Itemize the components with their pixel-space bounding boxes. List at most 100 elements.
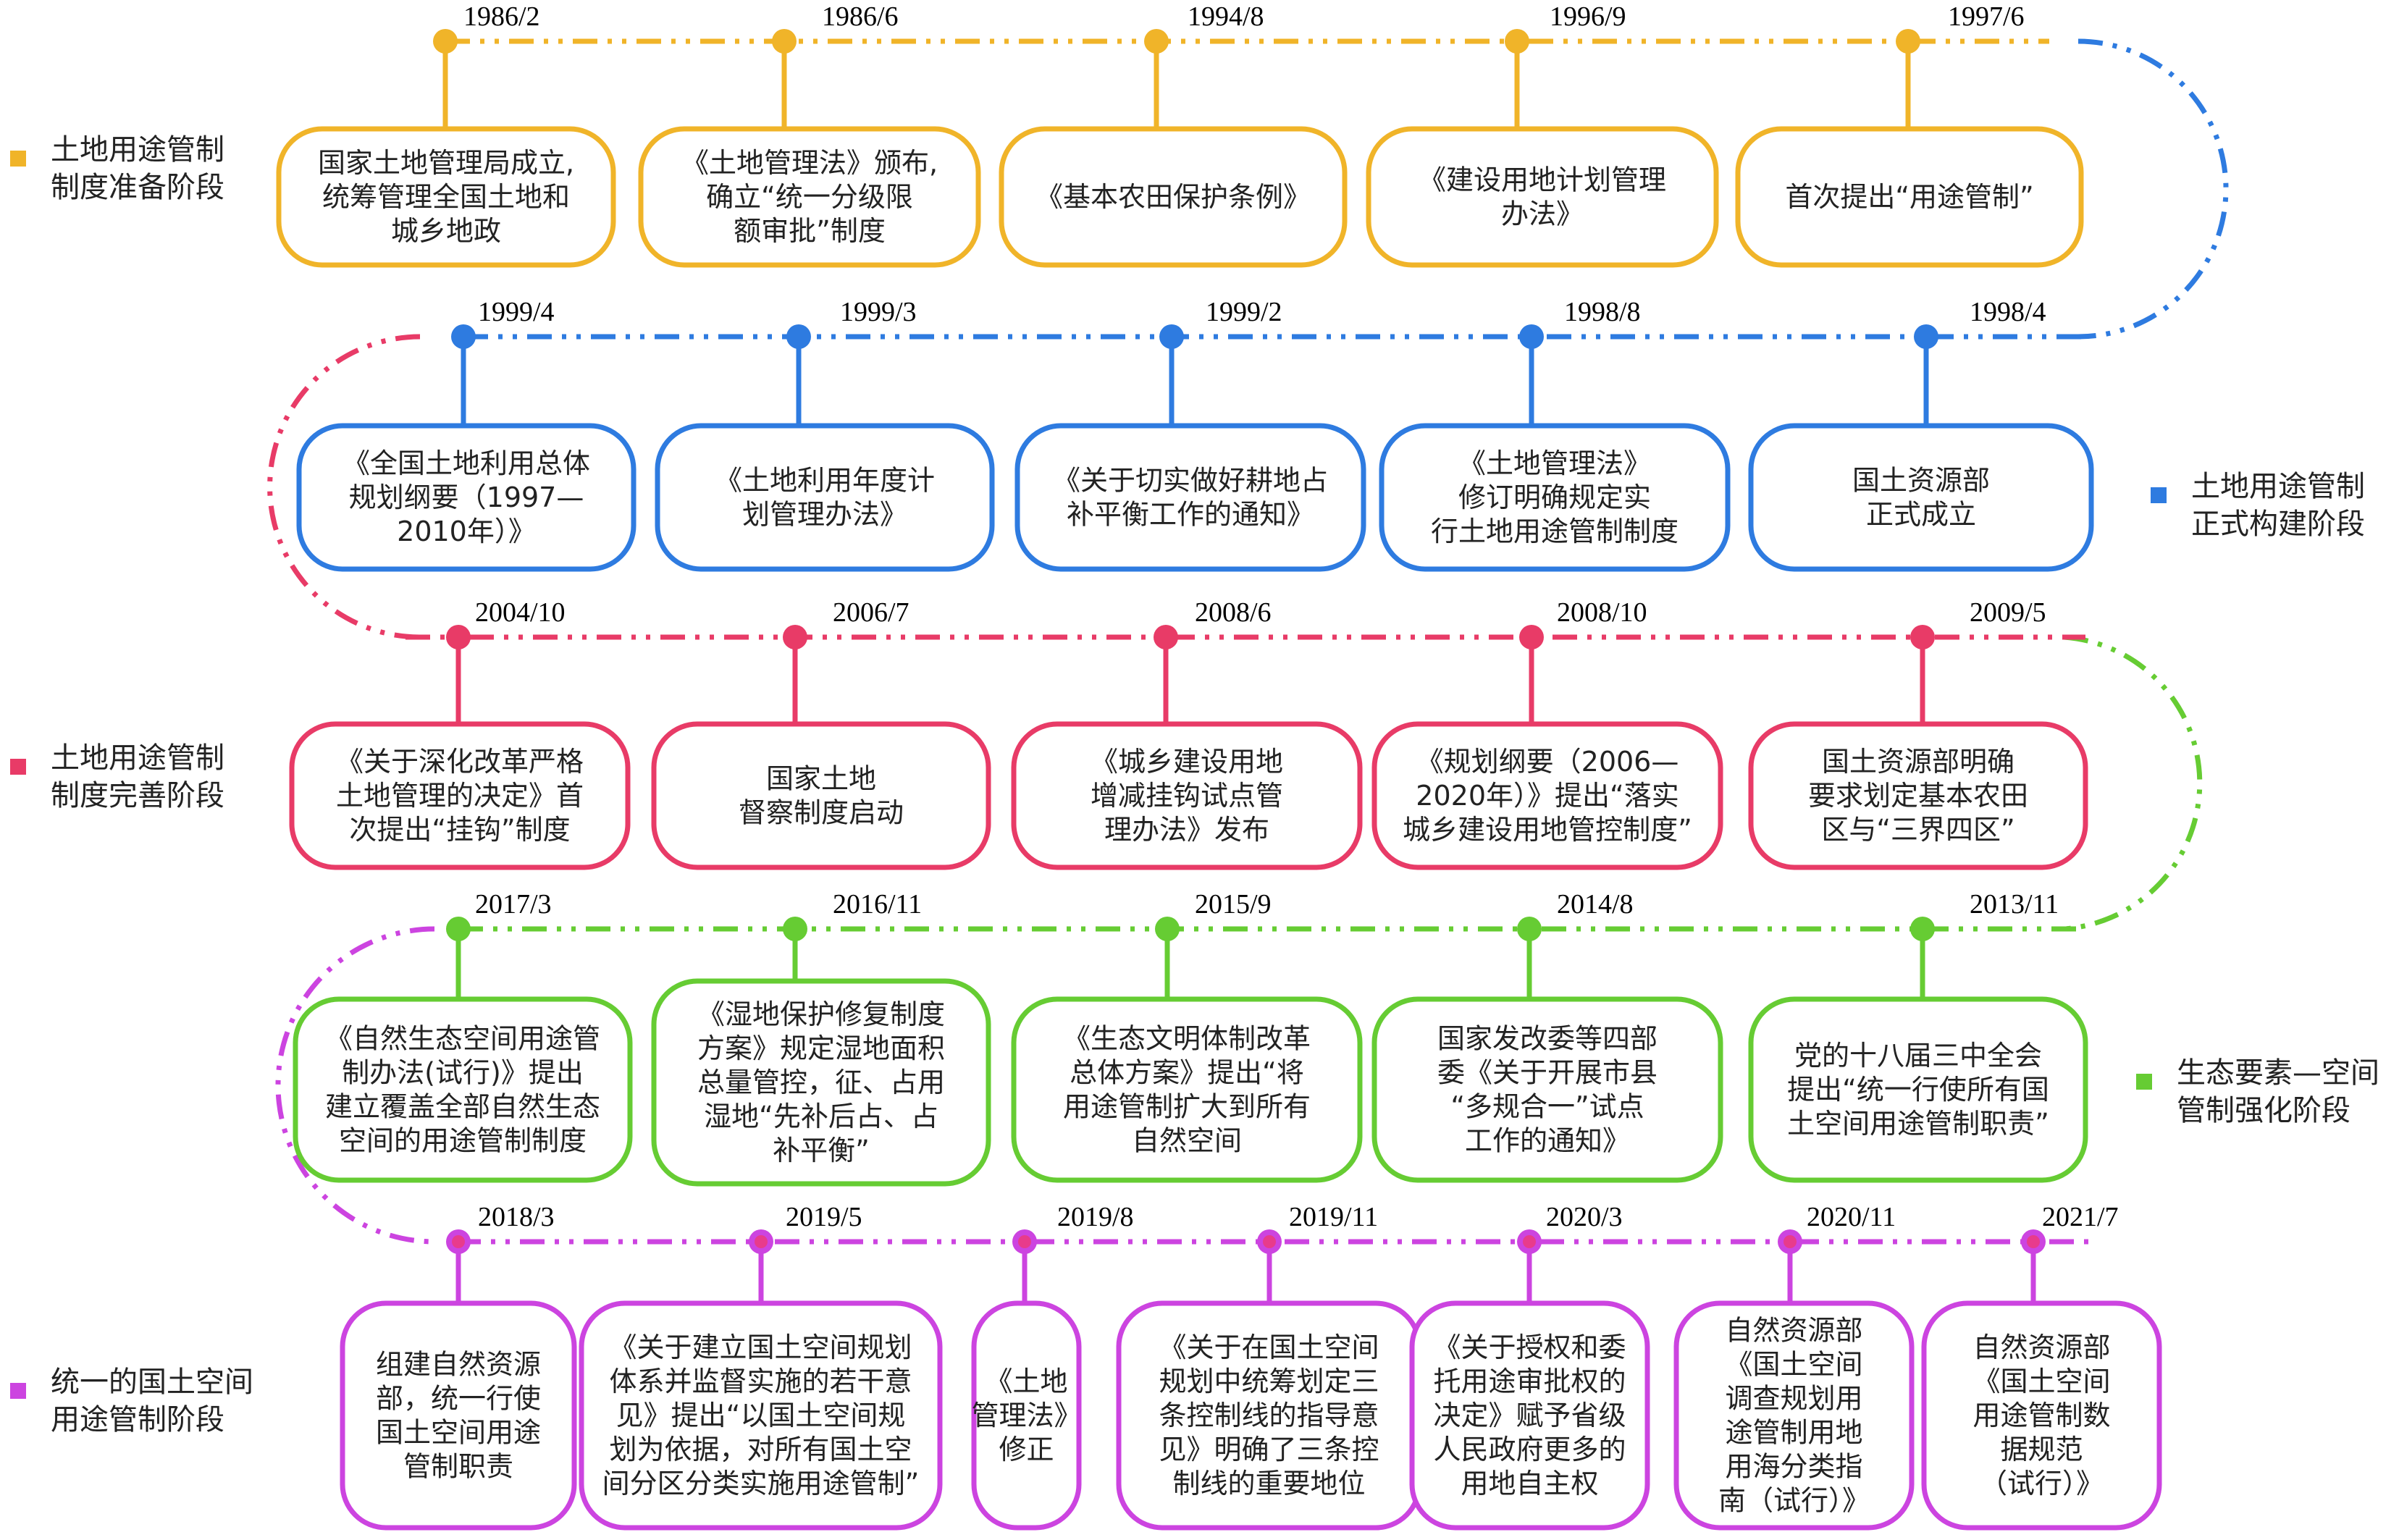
event-text-line: 2020年）》提出“落实 <box>1416 780 1679 812</box>
connector-stage2-stage3 <box>267 334 421 640</box>
connector-stage3-stage4 <box>2063 634 2203 932</box>
event-dot <box>772 29 797 54</box>
event-text-line: 管制职责 <box>403 1451 513 1483</box>
event-date: 1998/8 <box>1564 297 1641 327</box>
event-text-line: 制办法(试行)》提出 <box>342 1057 584 1089</box>
event-dot <box>1159 324 1184 349</box>
legend-label: 土地用途管制 <box>51 133 224 167</box>
event-dot <box>1155 917 1180 941</box>
event-4-1: 2017/3《自然生态空间用途管制办法(试行)》提出建立覆盖全部自然生态空间的用… <box>293 889 633 1183</box>
event-box <box>1011 721 1363 870</box>
event-date: 2008/6 <box>1195 597 1272 628</box>
event-box <box>638 126 981 268</box>
stage-row-2: 1999/4《全国土地利用总体规划纲要（1997—2010年）》1999/3《土… <box>296 297 2094 572</box>
event-text-line: 《国土空间 <box>1725 1349 1862 1381</box>
event-dot <box>1519 324 1544 349</box>
event-text-line: 托用途审批权的 <box>1433 1366 1626 1397</box>
event-dot <box>1517 917 1542 941</box>
event-text-line: 空间的用途管制制度 <box>339 1125 587 1157</box>
event-text-line: 额审批”制度 <box>734 215 886 247</box>
event-box <box>655 423 995 572</box>
event-text-line: 建立覆盖全部自然生态 <box>325 1091 600 1123</box>
legend-label: 管制强化阶段 <box>2177 1094 2350 1127</box>
event-box <box>1921 1300 2162 1531</box>
event-text-line: 《国土空间 <box>1972 1366 2110 1397</box>
event-date: 2008/10 <box>1557 597 1647 628</box>
event-text-line: 《基本农田保护条例》 <box>1035 181 1311 213</box>
event-text-line: 方案》规定湿地面积 <box>697 1032 945 1064</box>
event-text-line: 见》明确了三条控 <box>1159 1434 1379 1465</box>
event-text-line: 首次提出“用途管制” <box>1785 181 2033 213</box>
event-4-2: 2016/11《湿地保护修复制度方案》规定湿地面积总量管控，征、占用湿地“先补后… <box>651 889 991 1187</box>
event-date: 2014/8 <box>1557 889 1634 920</box>
legend-swatch <box>10 1383 26 1399</box>
event-box <box>1371 721 1723 870</box>
event-text-line: 区与“三界四区” <box>1821 814 2014 846</box>
event-text-line: 统筹管理全国土地和 <box>322 181 570 213</box>
event-text-line: 《关于切实做好耕地占 <box>1053 465 1328 497</box>
event-dot <box>446 625 471 649</box>
event-text-line: 理办法》发布 <box>1104 814 1269 846</box>
event-box <box>579 1300 943 1531</box>
event-box <box>1011 996 1363 1183</box>
stage-connectors <box>267 38 2229 1245</box>
event-text-line: 国家发改委等四部 <box>1437 1023 1658 1055</box>
event-text-line: “多规合一”试点 <box>1450 1091 1644 1123</box>
event-text-line: 条控制线的指导意 <box>1159 1400 1379 1431</box>
event-dot-center <box>1263 1235 1276 1248</box>
event-box <box>1673 1300 1915 1531</box>
event-date: 2009/5 <box>1970 597 2046 628</box>
event-text-line: 确立“统一分级限 <box>706 181 913 213</box>
event-text-line: 据规范 <box>2000 1434 2083 1465</box>
timeline-rows: 1986/2国家土地管理局成立,统筹管理全国土地和城乡地政1986/6《土地管理… <box>276 1 2162 1531</box>
stage-row-5: 2018/3组建自然资源部，统一行使国土空间用途管制职责2019/5《关于建立国… <box>340 1202 2162 1531</box>
event-date: 1996/9 <box>1550 1 1626 32</box>
event-text-line: 制线的重要地位 <box>1172 1468 1365 1499</box>
event-dot-center <box>1523 1235 1536 1248</box>
event-text-line: 行土地用途管制制度 <box>1431 516 1679 547</box>
event-box <box>651 721 991 870</box>
event-text-line: 《关于深化改革严格 <box>336 746 584 778</box>
event-text-line: 补平衡” <box>773 1135 870 1166</box>
connector-stage1-stage2 <box>2077 38 2229 340</box>
event-dot <box>433 29 458 54</box>
event-text-line: 划管理办法》 <box>742 499 907 531</box>
event-text-line: 规划纲要（1997— <box>349 481 584 513</box>
event-text-line: 组建自然资源 <box>376 1349 541 1381</box>
event-dot-center <box>755 1235 768 1248</box>
event-text-line: 《建设用地计划管理 <box>1419 164 1666 196</box>
event-date: 2019/5 <box>786 1202 862 1232</box>
event-text-line: 总量管控，征、占用 <box>697 1066 945 1098</box>
event-text-line: 见》提出“以国土空间规 <box>616 1400 906 1431</box>
event-text-line: 人民政府更多的 <box>1433 1434 1626 1465</box>
event-box <box>999 126 1348 268</box>
event-date: 2019/11 <box>1289 1202 1378 1232</box>
event-text-line: 国家土地 <box>766 763 876 795</box>
event-box <box>1748 996 2088 1183</box>
event-text-line: 要求划定基本农田 <box>1808 780 2028 812</box>
event-date: 2018/3 <box>478 1202 555 1232</box>
event-text-line: 用地自主权 <box>1461 1468 1598 1499</box>
event-date: 1998/4 <box>1970 297 2046 327</box>
event-text-line: 用途管制扩大到所有 <box>1063 1091 1311 1123</box>
event-text-line: 修订明确规定实 <box>1458 481 1651 513</box>
event-text-line: 用海分类指 <box>1725 1451 1862 1483</box>
event-text-line: 《生态文明体制改革 <box>1063 1023 1311 1055</box>
stage-row-1: 1986/2国家土地管理局成立,统筹管理全国土地和城乡地政1986/6《土地管理… <box>276 1 2084 268</box>
event-date: 1997/6 <box>1948 1 2025 32</box>
event-dot <box>1910 917 1935 941</box>
event-text-line: 次提出“挂钩”制度 <box>349 814 570 846</box>
event-text-line: 《城乡建设用地 <box>1091 746 1283 778</box>
